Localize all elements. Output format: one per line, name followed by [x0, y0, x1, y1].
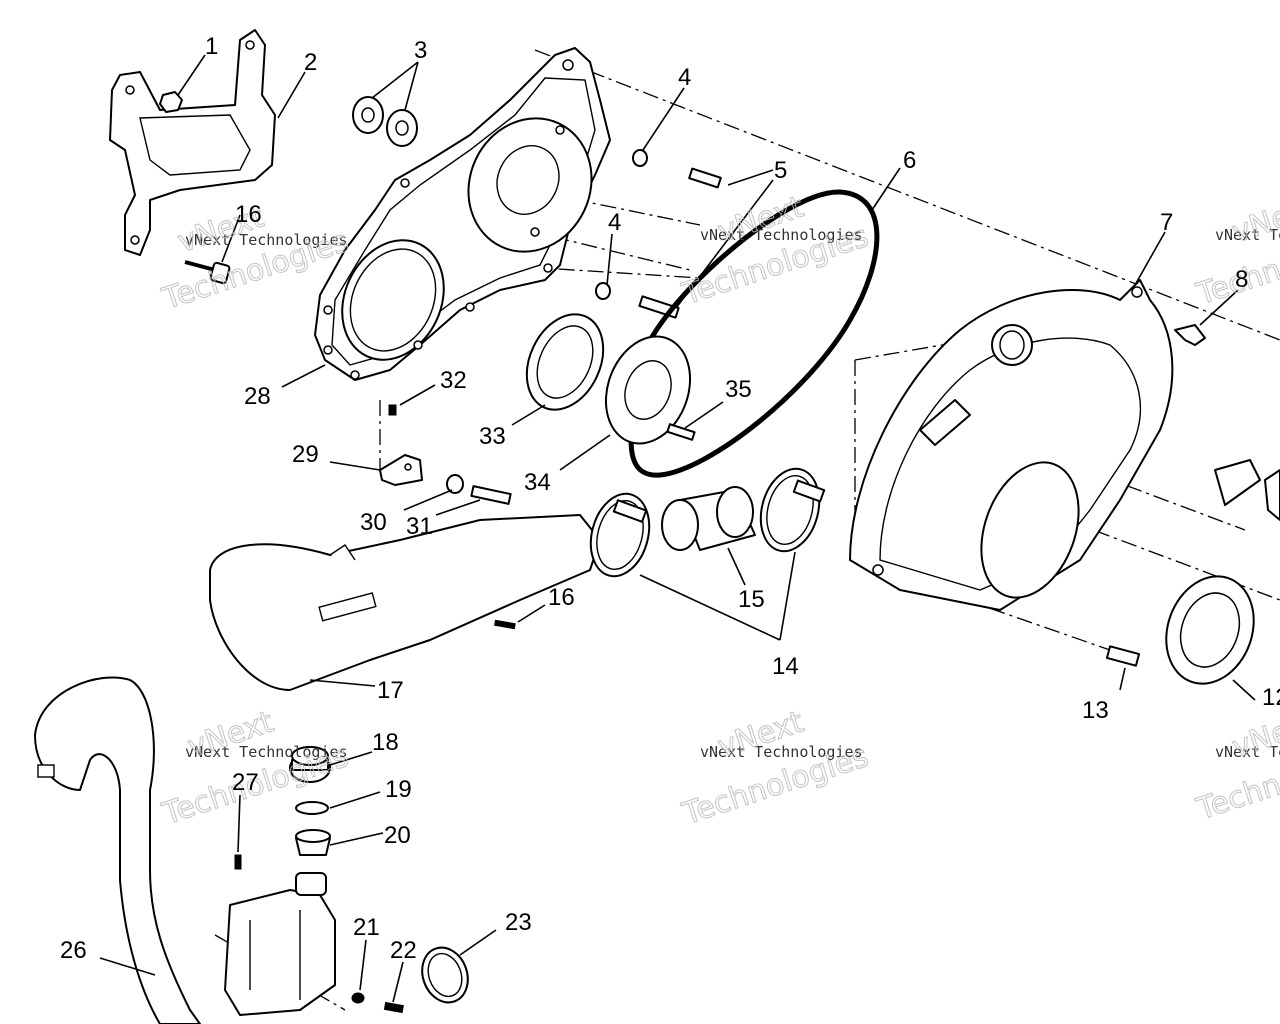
gasket-part-12: [1165, 575, 1255, 685]
washer-part-4-top: [632, 149, 648, 167]
callout-20: 20: [384, 822, 411, 849]
bolt-part-5-top: [688, 167, 722, 189]
tank-part-reservoir: [224, 872, 336, 1016]
tube-part-15: [661, 486, 756, 551]
washers-part-3: [352, 96, 418, 147]
screw-part-16-middle: [494, 619, 516, 630]
frame-part-26: [34, 676, 201, 1024]
callout-3: 3: [414, 37, 427, 64]
plate-part-34: [604, 335, 692, 445]
washer-part-30: [446, 474, 464, 494]
callout-12: 12: [1262, 684, 1280, 711]
bracket-part-2: [109, 29, 276, 256]
callout-31: 31: [406, 513, 433, 540]
callout-16: 16: [235, 201, 262, 228]
duct-part-17: [209, 514, 601, 691]
callout-4: 4: [608, 209, 621, 236]
callout-1: 1: [205, 33, 218, 60]
screw-part-32: [388, 404, 397, 416]
bolt-part-27: [234, 854, 242, 870]
callout-18: 18: [372, 729, 399, 756]
callout-2: 2: [304, 49, 317, 76]
watermark-text: vNext Technologies: [1215, 743, 1280, 761]
callout-4: 4: [678, 64, 691, 91]
washer-part-4-bottom: [595, 282, 611, 300]
watermark-text: vNext Technologies: [700, 743, 863, 761]
callout-30: 30: [360, 509, 387, 536]
callout-6: 6: [903, 147, 916, 174]
callout-17: 17: [377, 677, 404, 704]
callout-13: 13: [1082, 697, 1109, 724]
callout-8: 8: [1235, 266, 1248, 293]
callout-labels: 1 2 3 4 5 6 7 8 4 16 32 35 28 33 29 34 3…: [60, 33, 1280, 964]
clamp-part-14-right: [759, 467, 826, 553]
callout-29: 29: [292, 441, 319, 468]
clip-part-8: [1174, 324, 1206, 346]
watermark-text: vNext Technologies: [185, 743, 348, 761]
callout-21: 21: [353, 914, 380, 941]
callout-28: 28: [244, 383, 271, 410]
clutch-cover-part-7: [849, 279, 1174, 611]
cap-part-18: [289, 746, 331, 783]
bolt-part-31: [470, 485, 512, 505]
plug-part-20: [295, 829, 331, 856]
bracket-part-29: [379, 454, 423, 486]
callout-7: 7: [1160, 209, 1173, 236]
decal-part-right: [1214, 459, 1280, 521]
callout-27: 27: [232, 769, 259, 796]
leader-lines: [99, 54, 1256, 1003]
clamp-part-23: [421, 946, 469, 1004]
callout-15: 15: [738, 586, 765, 613]
watermark-text: vNext Technologies: [700, 226, 863, 244]
clamp-part-14-left: [589, 492, 651, 578]
callout-14: 14: [772, 653, 799, 680]
oring-part-19: [295, 801, 329, 815]
chaincase-cover-part-28: [314, 47, 611, 381]
callout-33: 33: [479, 423, 506, 450]
callout-34: 34: [524, 469, 551, 496]
screw-part-22: [383, 1001, 404, 1014]
callout-16: 16: [548, 584, 575, 611]
watermark-text: vNext Technologies: [185, 231, 348, 249]
screw-part-13: [1105, 645, 1141, 667]
washer-part-21: [351, 992, 365, 1004]
bolt-part-16-top: [184, 260, 231, 285]
callout-19: 19: [385, 776, 412, 803]
callout-26: 26: [60, 937, 87, 964]
callout-32: 32: [440, 367, 467, 394]
nut-part-1: [159, 91, 183, 113]
seal-part-33: [525, 313, 605, 411]
screw-part-35: [666, 423, 696, 441]
chain-part-6: [628, 189, 880, 478]
callout-5: 5: [774, 157, 787, 184]
callout-35: 35: [725, 376, 752, 403]
callout-23: 23: [505, 909, 532, 936]
watermark-text: vNext Technologies: [1215, 226, 1280, 244]
callout-22: 22: [390, 937, 417, 964]
